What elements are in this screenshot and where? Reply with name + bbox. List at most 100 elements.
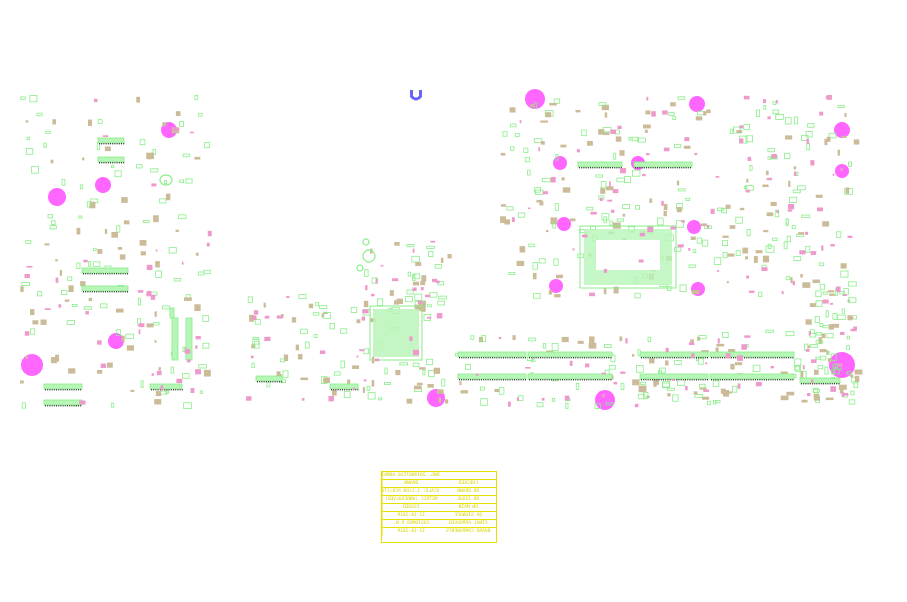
component-body — [440, 257, 444, 264]
component-outline — [198, 364, 207, 369]
connector-pin — [654, 167, 656, 169]
connector-pin — [121, 143, 122, 145]
connector-pin — [507, 379, 509, 381]
component-outline — [745, 135, 753, 143]
component-outline — [97, 119, 103, 124]
silkscreen-mark — [842, 294, 848, 296]
component-body — [459, 381, 462, 386]
silkscreen-mark — [148, 290, 151, 297]
connector-pin — [274, 381, 276, 383]
silkscreen-mark — [688, 248, 691, 251]
component-outline — [846, 335, 850, 340]
connector-pin — [724, 357, 726, 359]
component-outline — [254, 319, 261, 325]
connector-pin — [47, 389, 49, 391]
connector-pin — [112, 162, 114, 164]
component-body — [736, 130, 743, 134]
connector-pin — [577, 379, 579, 381]
silkscreen-mark — [374, 358, 380, 362]
component-body — [739, 207, 745, 211]
connector-pin — [690, 167, 691, 169]
connector-pin — [581, 379, 583, 381]
component-body — [606, 186, 614, 191]
component-body — [588, 342, 597, 349]
connector-pin — [803, 383, 805, 385]
component-outline — [688, 264, 696, 268]
component-body — [183, 297, 192, 301]
connector-pin — [698, 379, 700, 381]
silkscreen-mark — [276, 315, 283, 319]
connector-pin — [168, 389, 170, 391]
connector-pin — [657, 167, 658, 169]
silkscreen-mark — [642, 173, 646, 177]
silkscreen-mark — [362, 309, 369, 314]
component-body — [730, 363, 735, 370]
component-body — [154, 311, 157, 317]
component-outline — [807, 123, 815, 128]
component-outline — [692, 249, 697, 254]
connector-strip — [639, 373, 709, 380]
component-body — [801, 399, 808, 403]
component-body — [815, 194, 823, 198]
connector-pin — [85, 273, 87, 275]
silkscreen-mark — [264, 336, 271, 342]
connector-pin — [757, 379, 759, 381]
silkscreen-mark — [841, 392, 845, 398]
component-outline — [784, 117, 792, 125]
connector-pin — [581, 167, 583, 169]
silkscreen-mark — [638, 259, 644, 263]
component-outline — [204, 142, 210, 149]
component-outline — [152, 148, 157, 155]
component-outline — [721, 208, 728, 214]
component-outline — [319, 305, 328, 309]
connector-pin — [551, 379, 552, 381]
component-body — [64, 299, 70, 302]
magenta-circle-icon — [557, 217, 571, 231]
silkscreen-mark — [195, 345, 198, 349]
magenta-circle-icon — [48, 188, 66, 206]
component-outline — [178, 214, 187, 220]
connector-pin — [535, 357, 537, 359]
component-body — [798, 232, 805, 235]
component-outline — [702, 239, 709, 247]
connector-pin — [691, 379, 693, 381]
silkscreen-mark — [319, 350, 326, 355]
silkscreen-mark — [810, 160, 815, 166]
connector-pin — [514, 379, 515, 381]
connector-strip — [633, 161, 693, 168]
silkscreen-mark — [516, 397, 519, 401]
component-body — [104, 229, 108, 234]
component-body — [68, 368, 76, 374]
connector-pin — [654, 357, 656, 359]
component-body — [412, 281, 420, 286]
connector-pin — [816, 383, 818, 385]
silkscreen-mark — [160, 385, 164, 391]
connector-pin — [470, 357, 471, 359]
connector-pin — [616, 167, 618, 169]
component-body — [540, 141, 545, 145]
component-body — [587, 140, 593, 146]
component-outline — [815, 332, 822, 336]
silkscreen-mark — [250, 355, 254, 359]
connector-pin — [94, 291, 95, 293]
connector-pin — [598, 167, 600, 169]
component-body — [20, 380, 24, 384]
title-block-cell: CHECKED — [458, 481, 478, 486]
component-outline — [300, 328, 308, 335]
component-body — [504, 219, 510, 225]
component-body — [793, 166, 797, 170]
component-outline — [76, 262, 81, 269]
connector-pin — [276, 381, 278, 383]
connector-pin — [777, 357, 778, 359]
connector-pin — [599, 357, 601, 359]
component-outline — [698, 335, 707, 340]
component-outline — [713, 399, 717, 405]
silkscreen-mark — [146, 264, 153, 271]
component-outline — [312, 312, 320, 316]
component-body — [726, 281, 729, 284]
component-outline — [182, 153, 190, 158]
connector-pin — [612, 167, 613, 169]
component-body — [601, 104, 609, 111]
component-outline — [282, 370, 289, 379]
component-body — [788, 180, 791, 188]
